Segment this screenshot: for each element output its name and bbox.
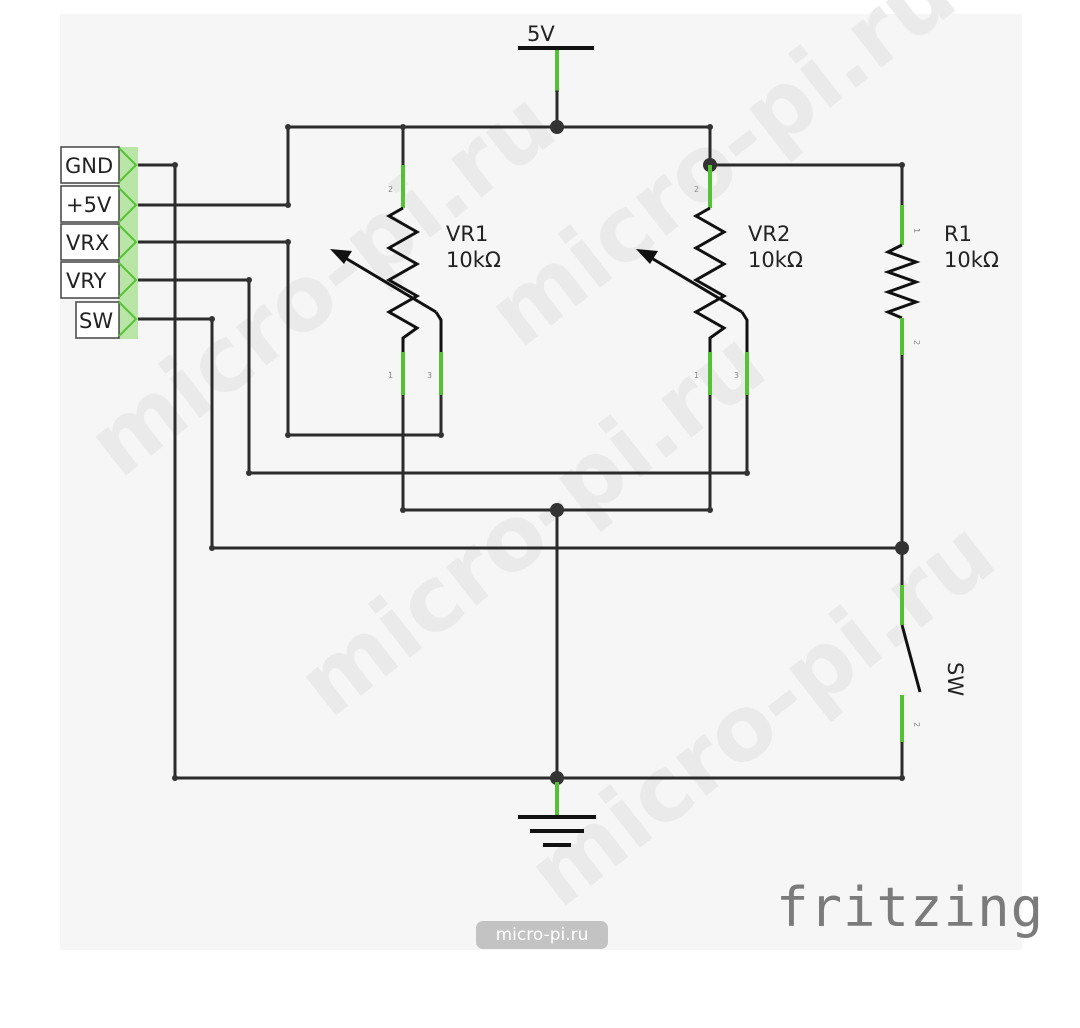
- junction-dot: [550, 120, 564, 134]
- r1-pin-2-label: 2: [912, 340, 921, 345]
- switch-sw: 2 SW: [900, 585, 967, 742]
- vr2-name: VR2: [748, 222, 790, 246]
- pin-label-sw: SW: [79, 309, 113, 333]
- connector-pin-vry: VRY: [60, 261, 138, 299]
- r1-value: 10kΩ: [944, 248, 999, 272]
- watermark-text: micro-pi.ru: [469, 0, 975, 367]
- vr1-name: VR1: [446, 222, 488, 246]
- vr2-value: 10kΩ: [748, 248, 803, 272]
- schematic-sheet: [60, 14, 1022, 950]
- watermark-badge: micro-pi.ru: [476, 921, 608, 949]
- resistor-r1: 1 2 R1 10kΩ: [883, 205, 999, 355]
- joystick-connector: GND +5V VRX VRY SW: [60, 146, 138, 339]
- vr1-pin-1-label: 1: [388, 371, 393, 380]
- junction-dot: [550, 771, 564, 785]
- connector-pin-sw: SW: [75, 301, 138, 339]
- junctions: [172, 120, 909, 785]
- junction-dot: [895, 541, 909, 555]
- fritzing-logo: fritzing: [776, 876, 1045, 939]
- connector-pin-5v: +5V: [60, 185, 138, 223]
- sw-pin-2-label: 2: [912, 722, 921, 727]
- vr2-pin-1-label: 1: [694, 371, 699, 380]
- potentiometer-vr2: 2 1 3 VR2 10kΩ: [636, 165, 803, 395]
- vr2-pin-3-label: 3: [734, 371, 739, 380]
- supply-label: 5V: [527, 22, 555, 46]
- pin-label-vry: VRY: [66, 269, 107, 293]
- vr1-pin-3-label: 3: [427, 371, 432, 380]
- junction-dot: [550, 503, 564, 517]
- supply-5v: 5V: [518, 22, 594, 92]
- connector-pin-vrx: VRX: [60, 223, 138, 261]
- pin-label-gnd: GND: [65, 154, 113, 178]
- pin-label-5v: +5V: [66, 193, 112, 217]
- pin-label-vrx: VRX: [66, 231, 109, 255]
- watermark-text: micro-pi.ru: [509, 500, 1015, 927]
- ground-symbol: [518, 782, 596, 847]
- sw-name: SW: [943, 662, 967, 696]
- vr1-pin-2-label: 2: [388, 185, 393, 194]
- vr1-value: 10kΩ: [446, 248, 501, 272]
- r1-pin-1-label: 1: [912, 228, 921, 233]
- potentiometer-vr1: 2 1 3 VR1 10kΩ: [330, 165, 501, 395]
- r1-name: R1: [944, 222, 972, 246]
- vr2-pin-2-label: 2: [694, 185, 699, 194]
- connector-pin-gnd: GND: [60, 146, 138, 184]
